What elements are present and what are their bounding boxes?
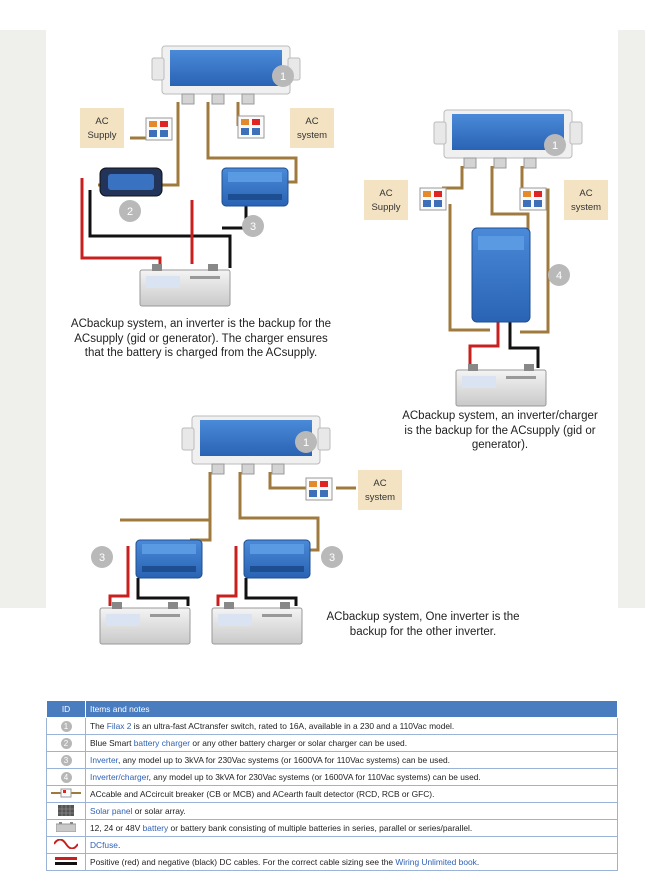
legend-row: Solar panel or solar array. — [46, 802, 618, 820]
legend-text: Solar panel or solar array. — [85, 802, 618, 820]
legend-text: DCfuse. — [85, 836, 618, 854]
ac-breaker-1a — [145, 117, 173, 141]
diagram-1: AC Supply AC system 1 2 3 — [80, 45, 334, 307]
caption-1-line-2: ACsupply (gid or generator). The charger… — [74, 332, 328, 345]
legend-id-cell — [46, 802, 86, 820]
legend-row: Positive (red) and negative (black) DC c… — [46, 853, 618, 871]
svg-text:AC: AC — [305, 116, 318, 127]
legend-header-row: ID Items and notes — [46, 700, 618, 718]
ac-breaker-2a — [419, 187, 447, 211]
badge-1-d1: 1 — [280, 71, 286, 83]
caption-1-line-1: ACbackup system, an inverter is the back… — [70, 318, 332, 330]
inverter-1 — [221, 167, 289, 207]
dc-fuse-icon — [53, 838, 79, 850]
legend-text: The Filax 2 is an ultra-fast ACtransfer … — [85, 717, 618, 735]
legend-text: 12, 24 or 48V battery or battery bank co… — [85, 819, 618, 837]
svg-text:4: 4 — [556, 270, 562, 282]
legend-row: 2 Blue Smart battery charger or any othe… — [46, 734, 618, 752]
legend-header-items: Items and notes — [85, 700, 618, 718]
inverter-3b — [243, 539, 311, 579]
svg-text:3: 3 — [329, 552, 335, 564]
dc-cables-icon — [55, 857, 77, 865]
battery-3b — [211, 601, 303, 645]
caption-3-line-2: backup for the other inverter. — [349, 625, 497, 638]
battery-icon — [55, 822, 77, 833]
wiring-diagrams: AC Supply AC system 1 2 3 AC Supply — [80, 45, 608, 645]
legend-table: ID Items and notes 1 The Filax 2 is an u… — [46, 700, 618, 871]
legend-header-id: ID — [46, 700, 86, 718]
caption-1-line-3: that the battery is charged from the ACs… — [84, 347, 318, 359]
diagram-3: AC system 1 3 3 — [91, 415, 402, 645]
link-solar-panel[interactable]: Solar panel — [90, 806, 133, 816]
legend-id-cell: 3 — [46, 751, 86, 769]
badge-icon: 3 — [60, 754, 72, 766]
ac-cable-breaker-icon — [51, 788, 81, 798]
badge-icon: 4 — [60, 771, 72, 783]
link-battery-charger[interactable]: battery charger — [133, 738, 191, 748]
link-inverter[interactable]: Inverter — [90, 755, 118, 765]
svg-text:1: 1 — [303, 437, 309, 449]
caption-2-line-3: generator). — [471, 439, 529, 451]
ac-supply-box-1 — [80, 108, 124, 148]
ac-supply-label-1b: Supply — [87, 130, 116, 141]
legend-text: Positive (red) and negative (black) DC c… — [85, 853, 618, 871]
badge-2-d1: 2 — [127, 206, 133, 218]
ac-breaker-2b — [519, 187, 547, 211]
link-filax[interactable]: Filax 2 — [106, 721, 132, 731]
caption-diagram-3: ACbackup system, One inverter is the bac… — [318, 610, 528, 639]
svg-text:AC: AC — [579, 188, 592, 199]
battery-3a — [99, 601, 191, 645]
legend-id-cell — [46, 785, 86, 803]
legend-id-cell — [46, 819, 86, 837]
caption-2-line-2: is the backup for the ACsupply (gid or — [404, 424, 596, 437]
svg-text:1: 1 — [552, 140, 558, 152]
legend-id-cell: 2 — [46, 734, 86, 752]
svg-text:Supply: Supply — [371, 202, 400, 213]
caption-diagram-1: ACbackup system, an inverter is the back… — [56, 317, 346, 361]
legend-id-cell: 4 — [46, 768, 86, 786]
link-inverter-charger[interactable]: Inverter/charger — [90, 772, 149, 782]
svg-text:AC: AC — [373, 478, 386, 489]
ac-breaker-3 — [305, 477, 333, 501]
legend-row: 3 Inverter, any model up to 3kVA for 230… — [46, 751, 618, 769]
legend-row: ACcable and ACcircuit breaker (CB or MCB… — [46, 785, 618, 803]
caption-3-line-1: ACbackup system, One inverter is the — [326, 611, 520, 623]
solar-panel-icon — [58, 804, 74, 816]
inverter-3a — [135, 539, 203, 579]
link-dc-fuse[interactable]: DCfuse — [90, 840, 118, 850]
battery-1 — [139, 263, 231, 307]
legend-id-cell — [46, 853, 86, 871]
badge-3-d1: 3 — [250, 221, 256, 233]
svg-text:system: system — [365, 492, 395, 503]
legend-row: 4 Inverter/charger, any model up to 3kVA… — [46, 768, 618, 786]
badge-icon: 2 — [60, 737, 72, 749]
legend-row: 1 The Filax 2 is an ultra-fast ACtransfe… — [46, 717, 618, 735]
svg-text:3: 3 — [99, 552, 105, 564]
badge-icon: 1 — [60, 720, 72, 732]
legend-text: ACcable and ACcircuit breaker (CB or MCB… — [85, 785, 618, 803]
legend-row: 12, 24 or 48V battery or battery bank co… — [46, 819, 618, 837]
legend-id-cell: 1 — [46, 717, 86, 735]
legend-row: DCfuse. — [46, 836, 618, 854]
svg-text:system: system — [571, 202, 601, 213]
legend-text: Blue Smart battery charger or any other … — [85, 734, 618, 752]
caption-2-line-1: ACbackup system, an inverter/charger — [402, 410, 598, 422]
battery-2 — [455, 363, 547, 407]
legend-text: Inverter/charger, any model up to 3kVA f… — [85, 768, 618, 786]
link-battery[interactable]: battery — [142, 823, 169, 833]
caption-diagram-2: ACbackup system, an inverter/charger is … — [380, 409, 620, 453]
legend-text: Inverter, any model up to 3kVA for 230Va… — [85, 751, 618, 769]
ac-breaker-1b — [237, 115, 265, 139]
inverter-charger-2 — [471, 227, 531, 323]
legend-id-cell — [46, 836, 86, 854]
svg-text:system: system — [297, 130, 327, 141]
ac-system-box-1 — [290, 108, 334, 148]
link-wiring-unlimited[interactable]: Wiring Unlimited book — [395, 857, 477, 867]
diagram-2: AC Supply AC system 1 4 — [364, 109, 608, 407]
ac-supply-label-1a: AC — [95, 116, 108, 127]
svg-text:AC: AC — [379, 188, 392, 199]
